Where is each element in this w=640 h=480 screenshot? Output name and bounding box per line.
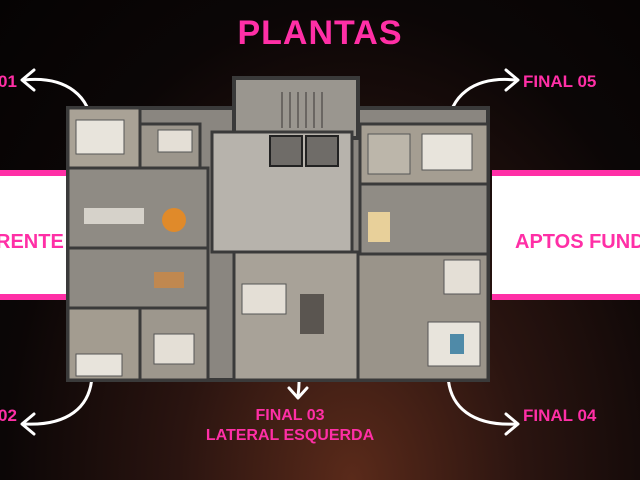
band-text-right: APTOS FUND — [515, 231, 640, 253]
label-center: FINAL 03 LATERAL ESQUERDA — [180, 406, 400, 446]
band-text-left: RENTE — [0, 231, 64, 253]
label-center-line1: FINAL 03 — [255, 407, 325, 424]
label-bottom-left: 02 — [0, 406, 17, 425]
floor-plan-illustration — [66, 76, 490, 382]
label-center-line2: LATERAL ESQUERDA — [205, 427, 375, 444]
label-top-right: FINAL 05 — [523, 72, 597, 91]
page-title: PLANTAS — [237, 14, 403, 52]
label-bottom-right: FINAL 04 — [523, 406, 597, 425]
label-top-left: 01 — [0, 72, 17, 91]
white-band-right — [492, 170, 640, 300]
